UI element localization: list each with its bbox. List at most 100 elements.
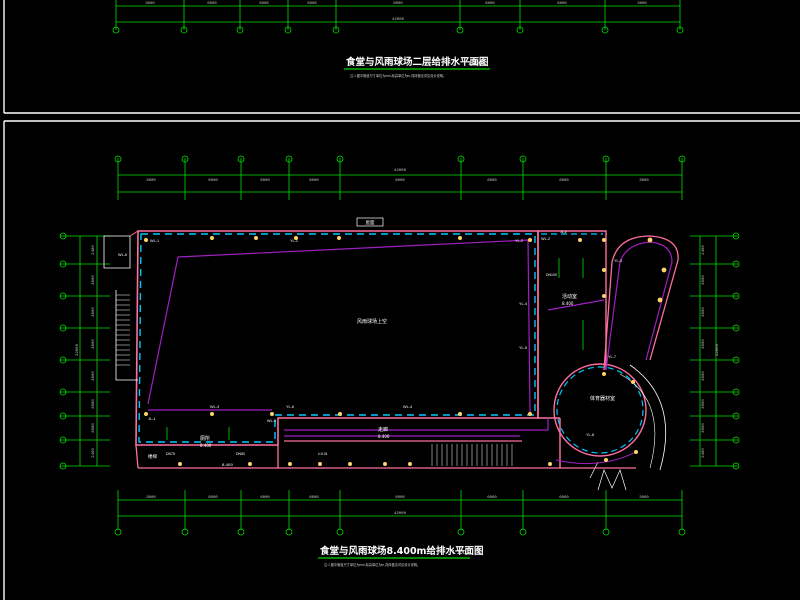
- elev-corridor: 8.400: [378, 434, 390, 439]
- top-dim-8: 3000: [637, 2, 647, 6]
- left-dim-2: 3000: [92, 275, 96, 285]
- elev-toilet: 8.400: [200, 443, 212, 448]
- room-label-stair: 楼梯: [148, 453, 157, 460]
- right-dim-6: 3000: [702, 399, 706, 409]
- fixture-markers: [144, 236, 667, 466]
- top-sheet-dim-text: 3000 6000 6000 6000 6000 6000 6000 3000 …: [145, 2, 647, 22]
- main-sheet-note: 注:1.图中管道尺寸单位为mm,标高单位为m,具体做法详见设计说明。: [324, 562, 420, 567]
- room-label-corridor: 走廊: [378, 426, 388, 433]
- pipe-size-dn75: DN75: [166, 452, 175, 456]
- top-sheet-note: 注:1.图中管道尺寸单位为mm,标高单位为m,具体做法详见设计说明。: [350, 73, 446, 78]
- right-dim-5: 3000: [702, 371, 706, 381]
- main-top-dim-8: 3000: [639, 179, 649, 183]
- room-label-toilet: 厕所: [200, 435, 210, 442]
- bottom-stair-treads: [431, 444, 513, 466]
- main-bottom-dim-5: 6000: [395, 496, 405, 500]
- top-dim-5: 6000: [393, 2, 403, 6]
- main-bottom-dim-1: 3000: [146, 496, 156, 500]
- top-sheet: 3000 6000 6000 6000 6000 6000 6000 3000 …: [3, 0, 800, 114]
- left-dim-3: 3000: [92, 307, 96, 317]
- round-room: [553, 235, 679, 491]
- right-dim-2: 3000: [702, 275, 706, 285]
- top-dim-6: 6000: [485, 2, 495, 6]
- left-overall-dim: 22800: [76, 343, 80, 356]
- top-axis-bubbles: [112, 26, 684, 34]
- main-bottom-dim-6: 6000: [487, 496, 497, 500]
- main-top-dim-2: 6000: [208, 179, 218, 183]
- main-sheet-scale: 1:100: [452, 550, 466, 556]
- left-dim-4: 3000: [92, 339, 96, 349]
- main-bottom-dim-7: 6000: [559, 496, 569, 500]
- main-sheet-frame: [3, 120, 800, 600]
- main-top-dim-7: 6000: [559, 179, 569, 183]
- pipe-label-yl4: YL-4: [519, 302, 527, 306]
- roof-label-box: 屋面: [356, 217, 384, 227]
- main-bottom-overall-dim: 42000: [394, 512, 407, 516]
- left-dim-7: 3000: [92, 423, 96, 433]
- main-top-dim-1: 3000: [146, 179, 156, 183]
- main-top-dim-6: 6000: [487, 179, 497, 183]
- pipe-label-jl2: JL-2: [560, 230, 567, 234]
- pipe-label-wl3: WL-3: [210, 405, 219, 409]
- main-left-dimensions: 2400 3000 3000 3000 3000 3000 3000 2400 …: [59, 232, 110, 470]
- elev-bottom-left: 8.400: [222, 462, 233, 467]
- left-dim-1: 2400: [92, 245, 96, 255]
- top-overall-dim: 42000: [392, 18, 405, 22]
- building-walls: [103, 230, 607, 469]
- room-label-office: 活动室: [562, 293, 577, 300]
- main-right-dimensions: 2400 3000 3000 3000 3000 3000 3000 2400 …: [690, 232, 740, 470]
- pipe-label-yl5: YL-5: [519, 346, 527, 350]
- pipe-label-yl7: YL-7: [608, 355, 616, 359]
- roof-label: 屋面: [366, 220, 375, 226]
- top-sheet-title: 食堂与风雨球场二层给排水平面图: [345, 56, 489, 68]
- room-label-hall: 风雨球场上空: [357, 318, 387, 325]
- main-top-overall-dim: 42000: [394, 169, 407, 173]
- main-top-dim-3: 6000: [260, 179, 270, 183]
- right-overall-dim: 22800: [716, 343, 720, 356]
- pipe-size-dn100: DN100: [546, 273, 557, 277]
- pipe-label-wl5: WL-5: [267, 419, 276, 423]
- main-bottom-dim-3: 6000: [260, 496, 270, 500]
- right-dim-8: 2400: [702, 448, 706, 458]
- top-dim-2: 6000: [207, 2, 217, 6]
- main-sheet-title: 食堂与风雨球场8.400m给排水平面图: [319, 545, 483, 557]
- main-top-dim-5: 6000: [395, 179, 405, 183]
- pipe-label-wl4: WL-4: [403, 405, 412, 409]
- top-sheet-scale: 1:100: [468, 61, 482, 67]
- right-dim-3: 3000: [702, 307, 706, 317]
- pipe-label-wl6: WL-6: [118, 253, 127, 257]
- pipe-label-jl1: JL-1: [148, 417, 155, 421]
- main-bottom-dim-4: 6000: [309, 496, 319, 500]
- pipe-label-yl2: YL-2: [515, 239, 523, 243]
- pipe-label-wl1: WL-1: [150, 239, 159, 243]
- elev-office: 8.400: [562, 301, 574, 306]
- right-dim-4: 3000: [702, 339, 706, 349]
- pipe-slope: i=0.01: [318, 452, 328, 456]
- left-stair-treads: [116, 294, 130, 366]
- main-bottom-dimensions: 3000 6000 6000 6000 6000 6000 6000 3000 …: [114, 490, 686, 536]
- pipe-label-yl6: YL-6: [286, 405, 294, 409]
- left-dim-6: 3000: [92, 399, 96, 409]
- flow-arrows: [166, 258, 584, 440]
- main-top-dimensions: 3000 6000 6000 6000 6000 6000 6000 3000 …: [114, 155, 686, 200]
- right-dim-1: 2400: [702, 245, 706, 255]
- left-dim-5: 3000: [92, 371, 96, 381]
- main-bottom-dim-8: 3000: [639, 496, 649, 500]
- main-top-dim-4: 6000: [309, 179, 319, 183]
- right-dim-7: 3000: [702, 423, 706, 433]
- top-dim-1: 3000: [145, 2, 155, 6]
- left-dim-8: 2400: [92, 448, 96, 458]
- pipe-labels: WL-1 YL-1 YL-2 WL-2 YL-3 YL-4 YL-5 WL-3 …: [118, 230, 622, 456]
- top-dim-7: 6000: [557, 2, 567, 6]
- top-dim-3: 6000: [259, 2, 269, 6]
- pipe-label-yl3: YL-3: [614, 259, 622, 263]
- top-dim-4: 6000: [307, 2, 317, 6]
- pipe-label-yl1: YL-1: [290, 239, 298, 243]
- pipe-label-wl2: WL-2: [541, 237, 550, 241]
- pipe-size-dn50: DN50: [236, 452, 245, 456]
- room-label-round: 体育器材室: [590, 395, 615, 402]
- main-bottom-dim-2: 6000: [208, 496, 218, 500]
- top-sheet-dimension-lines: [115, 0, 681, 30]
- pipe-label-yl8: YL-8: [586, 433, 594, 437]
